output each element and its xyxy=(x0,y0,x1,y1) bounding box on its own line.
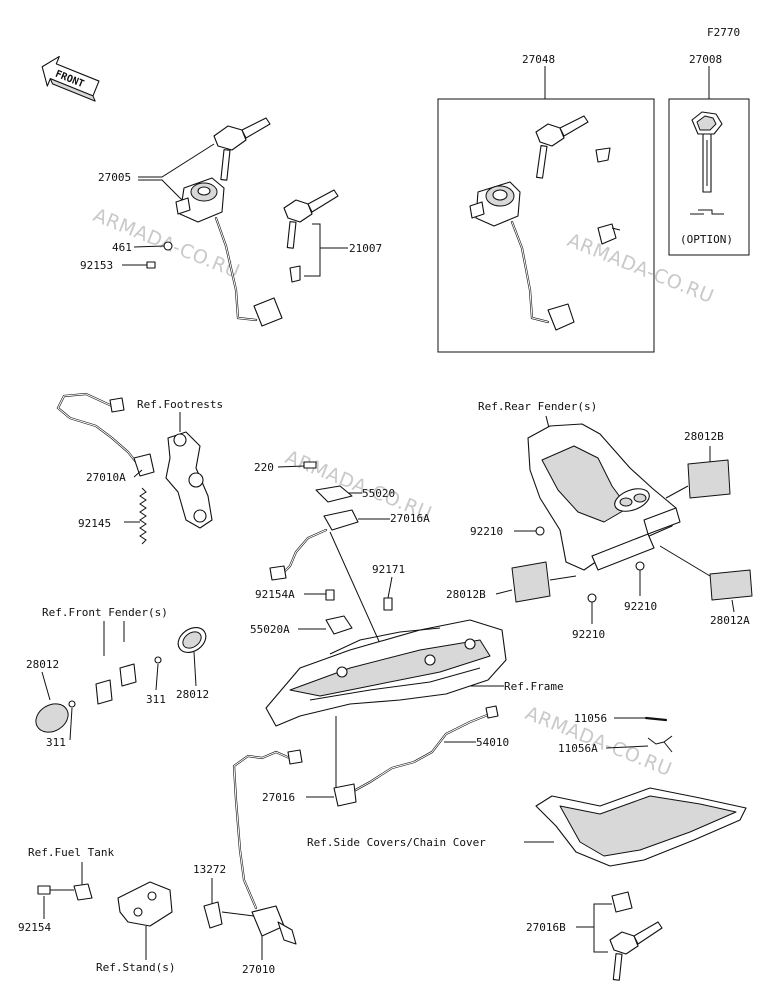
label-13272: 13272 xyxy=(193,863,226,876)
spring-92145-icon xyxy=(139,487,147,545)
frame-subframe xyxy=(265,619,507,727)
ignition-switch xyxy=(175,177,283,327)
switch-27016-icon xyxy=(333,783,357,807)
reflector-28012A-icon xyxy=(709,569,753,601)
kit-grommet-icon xyxy=(595,147,611,163)
nut-311-right-icon xyxy=(154,656,162,664)
clip-92171-icon xyxy=(383,597,393,611)
label-92154A: 92154A xyxy=(255,588,295,601)
label-ref-front-fender: Ref.Front Fender(s) xyxy=(42,606,168,619)
label-ref-rear-fender: Ref.Rear Fender(s) xyxy=(478,400,597,413)
label-27008: 27008 xyxy=(689,53,722,66)
kit-key-icon xyxy=(535,115,589,179)
cable-54010 xyxy=(350,705,499,794)
label-92145: 92145 xyxy=(78,517,111,530)
bolt-220-icon xyxy=(303,461,317,469)
bolt-92154A-icon xyxy=(325,589,335,601)
label-28012A: 28012A xyxy=(710,614,750,627)
reflector-bolt-left-icon xyxy=(95,679,113,705)
diagram-code: F2770 xyxy=(707,26,740,39)
label-28012-right: 28012 xyxy=(176,688,209,701)
reflector-28012-right-icon xyxy=(177,626,207,654)
label-ref-frame: Ref.Frame xyxy=(504,680,564,693)
label-ref-stand: Ref.Stand(s) xyxy=(96,961,175,974)
label-27010: 27010 xyxy=(242,963,275,976)
footrest-switch-assembly xyxy=(56,392,213,529)
label-54010: 54010 xyxy=(476,736,509,749)
label-27010A: 27010A xyxy=(86,471,126,484)
label-92210-right: 92210 xyxy=(624,600,657,613)
label-ref-footrests: Ref.Footrests xyxy=(137,398,223,411)
label-11056: 11056 xyxy=(574,712,607,725)
label-27005: 27005 xyxy=(98,171,131,184)
harness-27010 xyxy=(232,749,303,945)
bolt-92154-icon xyxy=(37,885,51,895)
clip-11056A-icon xyxy=(647,735,673,753)
seat-lock-27016B-icon xyxy=(611,891,633,913)
label-92153: 92153 xyxy=(80,259,113,272)
cable-11056-icon xyxy=(644,716,668,722)
side-cover-panel xyxy=(535,787,747,867)
nut-92210-bottom-icon xyxy=(587,593,597,603)
bracket-55020A-icon xyxy=(325,615,353,635)
stop-switch-27016A xyxy=(269,509,359,581)
rear-fender-assembly xyxy=(527,423,681,571)
kit-27048-box xyxy=(437,98,655,353)
label-11056A: 11056A xyxy=(558,742,598,755)
label-21007: 21007 xyxy=(349,242,382,255)
bracket-55020-icon xyxy=(315,485,353,503)
label-55020: 55020 xyxy=(362,487,395,500)
label-27016: 27016 xyxy=(262,791,295,804)
stand-bracket xyxy=(117,881,173,927)
label-311-left: 311 xyxy=(46,736,66,749)
reflector-28012B-top-icon xyxy=(687,459,731,499)
label-220: 220 xyxy=(254,461,274,474)
label-27016A: 27016A xyxy=(390,512,430,525)
key-set-21007-icon xyxy=(283,189,339,283)
front-arrow-icon: FRONT xyxy=(41,55,100,102)
label-92154: 92154 xyxy=(18,921,51,934)
fuel-tank-bracket-icon xyxy=(73,883,93,901)
label-27016B: 27016B xyxy=(526,921,566,934)
label-28012B-mid: 28012B xyxy=(446,588,486,601)
label-28012B-top: 28012B xyxy=(684,430,724,443)
label-55020A: 55020A xyxy=(250,623,290,636)
nut-461-icon xyxy=(163,241,173,251)
label-ref-side-covers: Ref.Side Covers/Chain Cover xyxy=(307,836,486,849)
ignition-key-icon xyxy=(213,117,271,181)
nut-92210-right-icon xyxy=(635,561,645,571)
option-label: (OPTION) xyxy=(680,233,733,246)
label-461: 461 xyxy=(112,241,132,254)
reflector-28012-left-icon xyxy=(35,703,69,733)
label-92210-bottom: 92210 xyxy=(572,628,605,641)
reflector-28012B-mid-icon xyxy=(511,561,551,603)
label-28012-left: 28012 xyxy=(26,658,59,671)
nut-311-left-icon xyxy=(68,700,76,708)
kit-lock-icon xyxy=(597,223,621,245)
bolt-92153-icon xyxy=(146,261,156,269)
label-92210-left: 92210 xyxy=(470,525,503,538)
label-ref-fuel-tank: Ref.Fuel Tank xyxy=(28,846,114,859)
reflector-bolt-right-icon xyxy=(119,663,137,687)
seat-lock-key-icon xyxy=(609,921,663,981)
label-311-right: 311 xyxy=(146,693,166,706)
key-blank-icon xyxy=(690,111,724,215)
kit-ignition-switch xyxy=(469,181,575,331)
label-92171: 92171 xyxy=(372,563,405,576)
nut-92210-left-icon xyxy=(535,526,545,536)
label-27048: 27048 xyxy=(522,53,555,66)
bracket-13272-icon xyxy=(203,901,223,929)
